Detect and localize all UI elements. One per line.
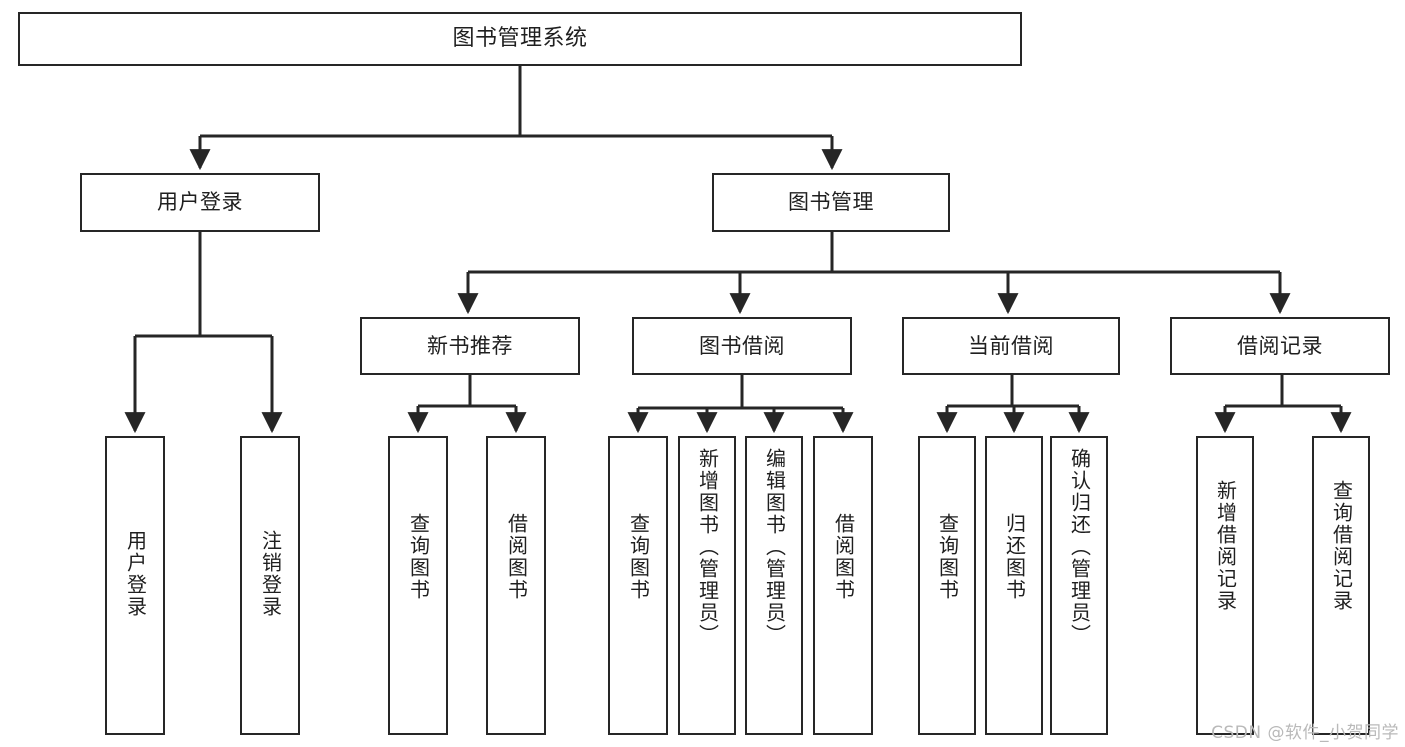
node-leaf-confirm-return[interactable]: 确认归还（管理员） — [1050, 436, 1108, 735]
node-leaf-return-book-label: 归还图书 — [1002, 513, 1027, 601]
node-leaf-user-login[interactable]: 用户登录 — [105, 436, 165, 735]
node-leaf-add-record-label: 新增借阅记录 — [1213, 480, 1238, 612]
node-current-borrow-label: 当前借阅 — [968, 333, 1054, 358]
node-leaf-logout-login-label: 注销登录 — [258, 530, 283, 618]
node-leaf-query-book-3[interactable]: 查询图书 — [918, 436, 976, 735]
node-leaf-add-book-label: 新增图书（管理员） — [695, 448, 720, 646]
node-leaf-user-login-label: 用户登录 — [123, 530, 148, 618]
node-leaf-query-record-label: 查询借阅记录 — [1329, 480, 1354, 612]
node-leaf-edit-book[interactable]: 编辑图书（管理员） — [745, 436, 803, 735]
node-root-label: 图书管理系统 — [452, 26, 588, 52]
node-leaf-edit-book-label: 编辑图书（管理员） — [762, 448, 787, 646]
node-borrow-record-label: 借阅记录 — [1237, 333, 1323, 358]
watermark: CSDN @软件_小贺同学 — [1211, 723, 1399, 743]
node-user-login[interactable]: 用户登录 — [80, 173, 320, 232]
node-leaf-borrow-book-1[interactable]: 借阅图书 — [486, 436, 546, 735]
node-leaf-borrow-book-2[interactable]: 借阅图书 — [813, 436, 873, 735]
node-leaf-query-book-1-label: 查询图书 — [406, 513, 431, 601]
node-book-manage-label: 图书管理 — [788, 190, 874, 215]
node-new-book-recommend[interactable]: 新书推荐 — [360, 317, 580, 375]
node-book-manage[interactable]: 图书管理 — [712, 173, 950, 232]
node-user-login-label: 用户登录 — [157, 190, 243, 215]
node-leaf-borrow-book-2-label: 借阅图书 — [831, 513, 856, 601]
node-leaf-query-book-2-label: 查询图书 — [626, 513, 651, 601]
node-root[interactable]: 图书管理系统 — [18, 12, 1022, 66]
node-leaf-query-book-1[interactable]: 查询图书 — [388, 436, 448, 735]
node-leaf-confirm-return-label: 确认归还（管理员） — [1067, 448, 1092, 646]
node-current-borrow[interactable]: 当前借阅 — [902, 317, 1120, 375]
node-leaf-query-book-3-label: 查询图书 — [935, 513, 960, 601]
node-borrow-record[interactable]: 借阅记录 — [1170, 317, 1390, 375]
node-leaf-logout-login[interactable]: 注销登录 — [240, 436, 300, 735]
node-leaf-add-book[interactable]: 新增图书（管理员） — [678, 436, 736, 735]
node-new-book-recommend-label: 新书推荐 — [427, 333, 513, 358]
node-book-borrow-label: 图书借阅 — [699, 333, 785, 358]
node-leaf-query-record[interactable]: 查询借阅记录 — [1312, 436, 1370, 735]
node-leaf-borrow-book-1-label: 借阅图书 — [504, 513, 529, 601]
node-leaf-query-book-2[interactable]: 查询图书 — [608, 436, 668, 735]
node-leaf-add-record[interactable]: 新增借阅记录 — [1196, 436, 1254, 735]
node-book-borrow[interactable]: 图书借阅 — [632, 317, 852, 375]
node-leaf-return-book[interactable]: 归还图书 — [985, 436, 1043, 735]
